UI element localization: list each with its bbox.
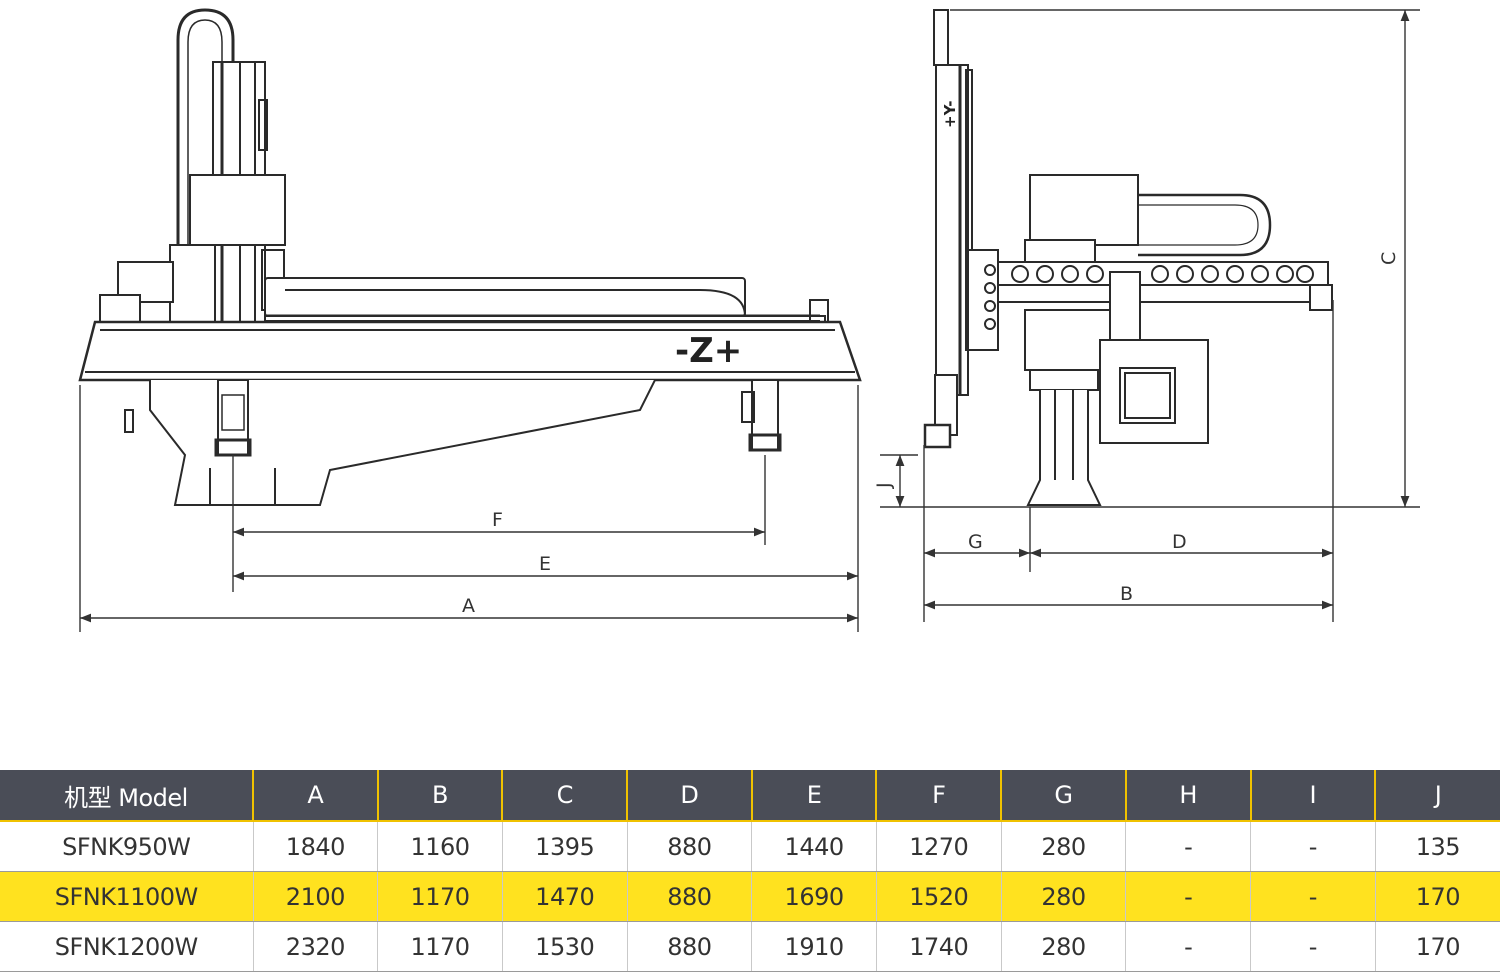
cell-c: 1530 — [501, 921, 628, 972]
cell-h: - — [1125, 921, 1251, 972]
cell-j: 170 — [1374, 871, 1500, 922]
cell-c: 1395 — [501, 821, 628, 872]
cell-a: 2320 — [252, 921, 378, 972]
cell-i: - — [1250, 871, 1376, 922]
header-f: F — [875, 770, 1002, 822]
cell-d: 880 — [626, 871, 752, 922]
cell-b: 1170 — [377, 921, 503, 972]
cell-f: 1740 — [875, 921, 1002, 972]
cell-model: SFNK1200W — [0, 921, 253, 972]
cell-e: 1910 — [751, 921, 877, 972]
header-h: H — [1124, 770, 1251, 822]
front-dimensions — [79, 385, 859, 632]
header-model: 机型 Model — [0, 770, 253, 822]
cell-h: - — [1125, 821, 1251, 872]
technical-drawing: -Z+ F E A — [78, 8, 1420, 632]
header-d: D — [626, 770, 752, 822]
side-dimensions — [880, 9, 1420, 622]
cell-e: 1690 — [751, 871, 877, 922]
cell-b: 1170 — [377, 871, 503, 922]
table-row-highlighted: SFNK1100W 2100 1170 1470 880 1690 1520 2… — [0, 871, 1500, 922]
header-a: A — [252, 770, 378, 822]
dimension-label-j: J — [873, 482, 895, 489]
cell-e: 1440 — [751, 821, 877, 872]
dimension-label-b: B — [1120, 583, 1133, 605]
header-j: J — [1374, 770, 1500, 822]
dimension-label-c: C — [1378, 252, 1400, 265]
header-e: E — [750, 770, 877, 822]
table-header-row: 机型 Model A B C D E F G H I J — [0, 770, 1500, 822]
header-i: I — [1249, 770, 1376, 822]
dimension-label-d: D — [1172, 531, 1187, 553]
cell-d: 880 — [626, 921, 752, 972]
cell-j: 135 — [1374, 821, 1500, 872]
cell-f: 1270 — [875, 821, 1002, 872]
cell-model: SFNK1100W — [0, 871, 253, 922]
cell-model: SFNK950W — [0, 821, 253, 872]
cell-c: 1470 — [501, 871, 628, 922]
side-view-base — [1024, 271, 1209, 506]
z-axis-label: -Z+ — [675, 331, 742, 371]
dimension-label-a: A — [462, 595, 475, 617]
dimension-label-e: E — [539, 553, 551, 575]
dimension-label-f: F — [492, 509, 503, 531]
cell-a: 2100 — [252, 871, 378, 922]
cell-b: 1160 — [377, 821, 503, 872]
cell-j: 170 — [1374, 921, 1500, 972]
rail-holes — [1011, 265, 1314, 283]
cell-d: 880 — [626, 821, 752, 872]
y-axis-label: +Y- — [941, 101, 959, 128]
cell-i: - — [1250, 921, 1376, 972]
cell-g: 280 — [1000, 821, 1126, 872]
table-row: SFNK950W 1840 1160 1395 880 1440 1270 28… — [0, 821, 1500, 872]
header-g: G — [1000, 770, 1126, 822]
header-b: B — [376, 770, 503, 822]
spec-table: 机型 Model A B C D E F G H I J SFNK950W 18… — [0, 770, 1500, 972]
header-c: C — [501, 770, 628, 822]
front-view — [78, 8, 862, 506]
cell-i: - — [1250, 821, 1376, 872]
cell-g: 280 — [1000, 921, 1126, 972]
cell-a: 1840 — [252, 821, 378, 872]
cell-g: 280 — [1000, 871, 1126, 922]
side-view — [923, 9, 1333, 449]
dimension-label-g: G — [968, 531, 983, 553]
table-row: SFNK1200W 2320 1170 1530 880 1910 1740 2… — [0, 921, 1500, 972]
cell-f: 1520 — [875, 871, 1002, 922]
cell-h: - — [1125, 871, 1251, 922]
